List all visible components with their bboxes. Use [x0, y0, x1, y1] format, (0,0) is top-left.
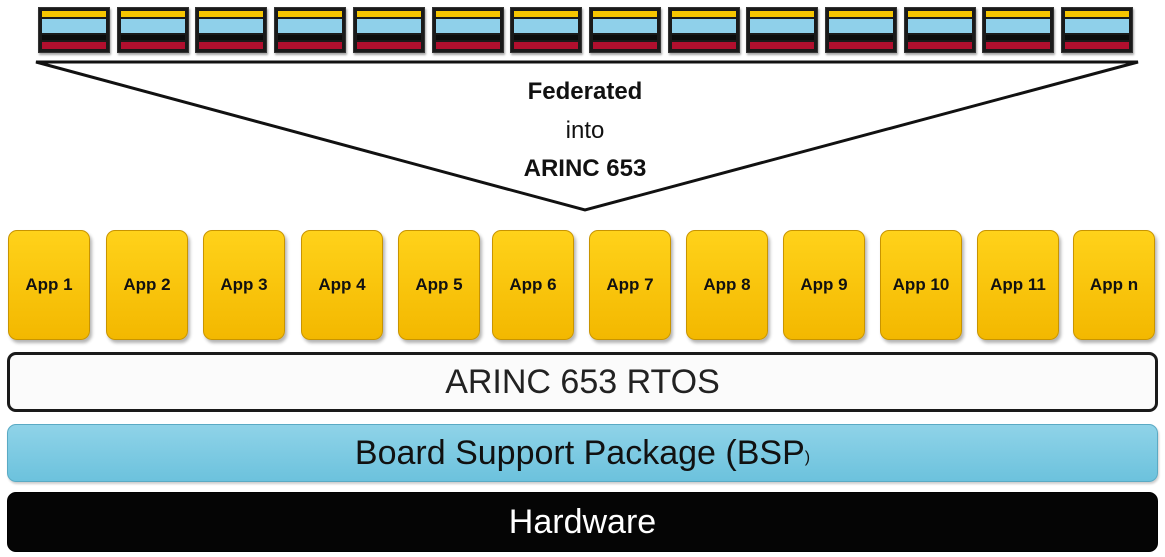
unit-band	[908, 19, 972, 33]
unit-band	[357, 19, 421, 33]
app-partition: App 9	[783, 230, 865, 340]
bsp-closing-paren: )	[804, 449, 811, 466]
federated-unit	[353, 7, 425, 53]
unit-band	[986, 35, 1050, 40]
unit-band	[829, 35, 893, 40]
unit-band	[199, 11, 263, 17]
unit-band	[436, 11, 500, 17]
unit-band	[199, 35, 263, 40]
federated-label: Federated	[527, 78, 643, 105]
rtos-label: ARINC 653 RTOS	[445, 362, 720, 401]
unit-band	[514, 19, 578, 33]
federated-unit	[38, 7, 110, 53]
hardware-label: Hardware	[508, 502, 657, 541]
unit-band	[593, 11, 657, 17]
bsp-label: Board Support Package (BSP	[354, 433, 805, 472]
unit-band	[1065, 42, 1129, 49]
federated-units-row	[38, 7, 1138, 55]
unit-band	[672, 11, 736, 17]
unit-band	[986, 19, 1050, 33]
unit-band	[436, 35, 500, 40]
app-partitions-row: App 1 App 2 App 3 App 4 App 5 App 6 App …	[0, 230, 1165, 342]
unit-band	[436, 19, 500, 33]
unit-band	[121, 35, 185, 40]
unit-band	[278, 11, 342, 17]
unit-band	[42, 42, 106, 49]
unit-band	[1065, 35, 1129, 40]
unit-band	[121, 42, 185, 49]
app-partition: App 6	[492, 230, 574, 340]
unit-band	[514, 11, 578, 17]
unit-band	[199, 19, 263, 33]
app-partition: App 8	[686, 230, 768, 340]
unit-band	[357, 35, 421, 40]
unit-band	[672, 35, 736, 40]
federated-unit	[432, 7, 504, 53]
app-partition: App 2	[106, 230, 188, 340]
federated-unit	[1061, 7, 1133, 53]
federated-unit	[825, 7, 897, 53]
unit-band	[672, 42, 736, 49]
federated-unit	[904, 7, 976, 53]
unit-band	[750, 19, 814, 33]
unit-band	[42, 35, 106, 40]
unit-band	[514, 42, 578, 49]
hardware-layer: Hardware	[7, 492, 1158, 552]
app-partition: App 10	[880, 230, 962, 340]
app-partition: App 11	[977, 230, 1059, 340]
federated-unit	[510, 7, 582, 53]
federated-unit	[589, 7, 661, 53]
app-partition: App 4	[301, 230, 383, 340]
federated-unit	[117, 7, 189, 53]
federated-unit	[982, 7, 1054, 53]
app-partition: App 5	[398, 230, 480, 340]
unit-band	[593, 35, 657, 40]
unit-band	[42, 11, 106, 17]
unit-band	[357, 11, 421, 17]
unit-band	[278, 19, 342, 33]
rtos-layer: ARINC 653 RTOS	[7, 352, 1158, 412]
unit-band	[1065, 11, 1129, 17]
app-partition: App 3	[203, 230, 285, 340]
unit-band	[199, 42, 263, 49]
federated-unit	[274, 7, 346, 53]
unit-band	[829, 42, 893, 49]
unit-band	[672, 19, 736, 33]
unit-band	[121, 19, 185, 33]
unit-band	[750, 35, 814, 40]
unit-band	[908, 35, 972, 40]
app-partition: App 1	[8, 230, 90, 340]
federated-unit	[746, 7, 818, 53]
app-partition: App 7	[589, 230, 671, 340]
federated-unit	[195, 7, 267, 53]
unit-band	[986, 11, 1050, 17]
unit-band	[278, 42, 342, 49]
unit-band	[278, 35, 342, 40]
unit-band	[514, 35, 578, 40]
unit-band	[1065, 19, 1129, 33]
funnel-triangle	[35, 60, 1139, 212]
into-label: into	[565, 117, 605, 144]
unit-band	[121, 11, 185, 17]
federated-unit	[668, 7, 740, 53]
unit-band	[42, 19, 106, 33]
unit-band	[908, 11, 972, 17]
arinc-653-label: ARINC 653	[523, 155, 647, 182]
unit-band	[593, 42, 657, 49]
app-partition: App n	[1073, 230, 1155, 340]
unit-band	[908, 42, 972, 49]
bsp-layer: Board Support Package (BSP)	[7, 424, 1158, 482]
unit-band	[750, 42, 814, 49]
unit-band	[593, 19, 657, 33]
unit-band	[829, 19, 893, 33]
unit-band	[436, 42, 500, 49]
unit-band	[829, 11, 893, 17]
unit-band	[986, 42, 1050, 49]
unit-band	[750, 11, 814, 17]
unit-band	[357, 42, 421, 49]
